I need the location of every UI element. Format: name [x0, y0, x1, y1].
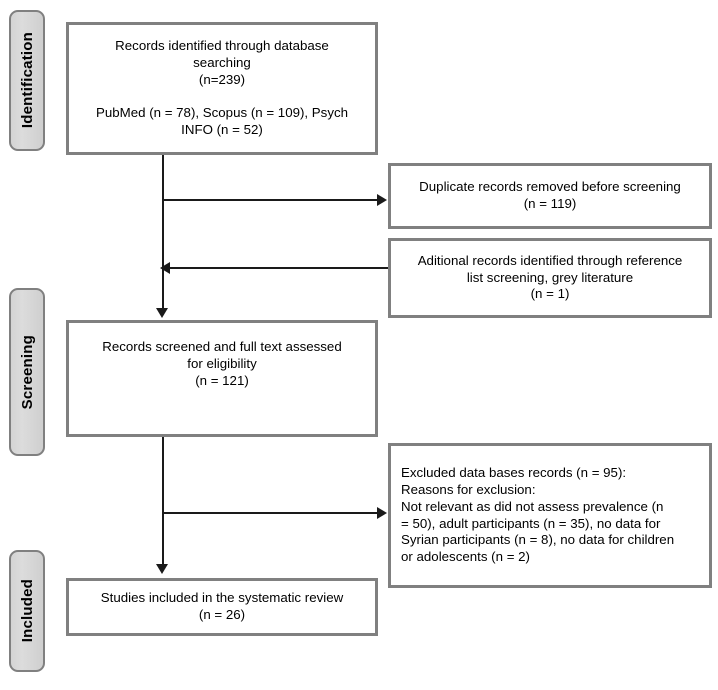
- phase-tab-identification: Identification: [9, 10, 45, 151]
- box-records-screened-text: Records screened and full text assessed …: [102, 339, 342, 388]
- phase-tab-included: Included: [9, 550, 45, 672]
- box-studies-included-text: Studies included in the systematic revie…: [100, 590, 344, 622]
- box-additional-records-text: Aditional records identified through ref…: [417, 252, 683, 302]
- connector-identified-to-screened: [162, 155, 164, 310]
- arrowhead-from-additional-records: [160, 262, 170, 274]
- box-additional-records: Aditional records identified through ref…: [388, 238, 712, 318]
- phase-tab-included-label: Included: [18, 579, 36, 643]
- box-records-excluded: Excluded data bases records (n = 95): Re…: [388, 443, 712, 588]
- phase-tab-screening: Screening: [9, 288, 45, 456]
- connector-to-duplicates-removed: [162, 199, 378, 201]
- box-duplicates-removed-text: Duplicate records removed before screeni…: [419, 179, 681, 211]
- connector-screened-to-included: [162, 437, 164, 566]
- box-studies-included: Studies included in the systematic revie…: [66, 578, 378, 636]
- connector-to-records-excluded: [162, 512, 378, 514]
- phase-tab-identification-label: Identification: [18, 32, 36, 129]
- box-records-identified-text: Records identified through database sear…: [95, 37, 349, 138]
- box-duplicates-removed: Duplicate records removed before screeni…: [388, 163, 712, 229]
- connector-from-additional-records: [168, 267, 388, 269]
- box-records-excluded-text: Excluded data bases records (n = 95): Re…: [401, 464, 675, 565]
- arrowhead-to-duplicates-removed: [377, 194, 387, 206]
- box-records-screened: Records screened and full text assessed …: [66, 320, 378, 437]
- box-records-identified: Records identified through database sear…: [66, 22, 378, 155]
- phase-tab-screening-label: Screening: [18, 334, 36, 410]
- arrowhead-identified-to-screened: [156, 308, 168, 318]
- arrowhead-to-records-excluded: [377, 507, 387, 519]
- arrowhead-screened-to-included: [156, 564, 168, 574]
